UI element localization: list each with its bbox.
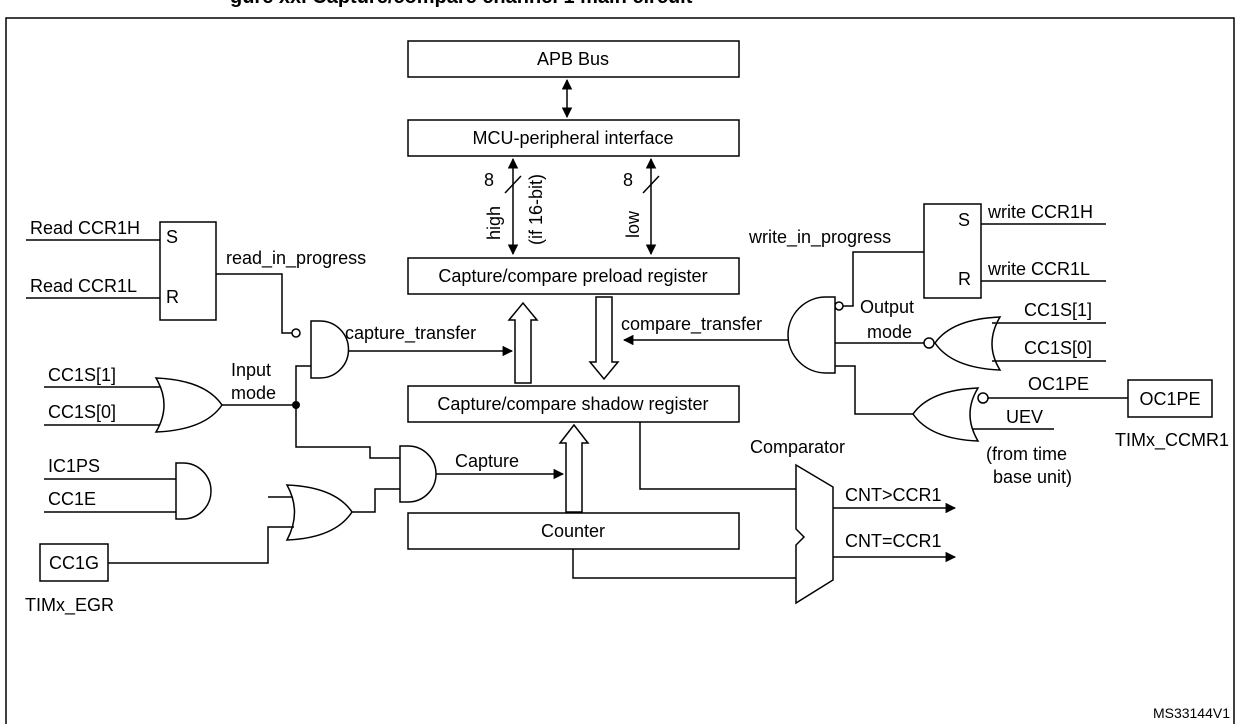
timx-ccmr1-label: TIMx_CCMR1 bbox=[1115, 430, 1229, 451]
write-in-progress-label: write_in_progress bbox=[748, 227, 891, 248]
counter-block bbox=[407, 512, 740, 550]
output-mode-label-1: Output bbox=[860, 297, 914, 317]
or-to-capture-wire bbox=[352, 488, 400, 513]
apb-bus-block bbox=[407, 40, 740, 78]
oc1pe-box-label: OC1PE bbox=[1139, 389, 1200, 409]
counter-to-comparator-wire bbox=[572, 549, 796, 579]
read-ccr1h-label: Read CCR1H bbox=[30, 218, 140, 238]
capture-label: Capture bbox=[455, 451, 519, 471]
cc1g-label: CC1G bbox=[49, 553, 99, 573]
write-ccr1l-label: write CCR1L bbox=[987, 259, 1090, 279]
timx-egr-label: TIMx_EGR bbox=[25, 595, 114, 616]
mcu-interface-label: MCU-peripheral interface bbox=[472, 128, 673, 148]
capture-and-gate bbox=[399, 445, 437, 503]
right-cc1s1-label: CC1S[1] bbox=[1024, 300, 1092, 320]
input-mode-label-1: Input bbox=[231, 360, 271, 380]
write-ff-s: S bbox=[958, 210, 970, 230]
oc1pe-box bbox=[1127, 379, 1213, 418]
oc1pe-wire-label: OC1PE bbox=[1028, 374, 1089, 394]
low-bus-width: 8 bbox=[623, 170, 633, 190]
write-inversion-bubble bbox=[834, 301, 844, 311]
from-time-base-1: (from time bbox=[986, 444, 1067, 464]
shadow-register-block bbox=[407, 385, 740, 423]
ic1ps-cc1e-and-gate bbox=[175, 462, 212, 520]
ic1ps-label: IC1PS bbox=[48, 456, 100, 476]
input-mode-label-2: mode bbox=[231, 383, 276, 403]
comparator-label: Comparator bbox=[750, 437, 845, 457]
read-ccr1l-label: Read CCR1L bbox=[30, 276, 137, 296]
read-in-progress-label: read_in_progress bbox=[226, 248, 366, 269]
diagram-frame bbox=[5, 17, 1235, 724]
uev-label: UEV bbox=[1006, 407, 1043, 427]
counter-label: Counter bbox=[541, 521, 605, 541]
figure-title: gure xx. Capture/compare channel 1 main … bbox=[230, 0, 693, 8]
mcu-interface-block bbox=[407, 119, 740, 157]
right-cc1s0-label: CC1S[0] bbox=[1024, 338, 1092, 358]
input-mode-to-transfer bbox=[295, 365, 311, 405]
output-mode-nor-gate bbox=[934, 316, 1002, 371]
low-bus-label: low bbox=[623, 210, 643, 238]
input-mode-or-gate bbox=[154, 377, 223, 433]
write-in-progress-wire bbox=[843, 251, 924, 307]
low-bus-slash bbox=[642, 175, 660, 194]
input-mode-to-capture bbox=[295, 405, 400, 459]
oc1pe-bubble bbox=[977, 392, 989, 404]
cc1g-box bbox=[39, 543, 109, 582]
write-flipflop bbox=[923, 203, 982, 299]
compare-transfer-label: compare_transfer bbox=[621, 314, 762, 335]
cnt-gt-ccr1-label: CNT>CCR1 bbox=[845, 485, 942, 505]
read-in-progress-wire bbox=[216, 273, 292, 334]
high-bus-label: high bbox=[484, 206, 504, 240]
high-bus-slash bbox=[504, 175, 522, 194]
preload-register-label: Capture/compare preload register bbox=[438, 266, 707, 286]
cc1e-label: CC1E bbox=[48, 489, 96, 509]
apb-bus-label: APB Bus bbox=[537, 49, 609, 69]
output-mode-label-2: mode bbox=[867, 322, 912, 342]
compare-transfer-and-gate bbox=[787, 296, 836, 374]
if16-label: (if 16-bit) bbox=[526, 174, 546, 245]
capture-hollow-arrow bbox=[558, 423, 590, 513]
cnt-eq-ccr1-label: CNT=CCR1 bbox=[845, 531, 942, 551]
output-mode-bubble bbox=[923, 337, 935, 349]
from-time-base-2: base unit) bbox=[993, 467, 1072, 487]
oc1pe-uev-nor-gate bbox=[912, 387, 980, 442]
capture-or-gate bbox=[285, 484, 353, 541]
write-ccr1h-label: write CCR1H bbox=[987, 202, 1093, 222]
left-cc1s1-label: CC1S[1] bbox=[48, 365, 116, 385]
shadow-register-label: Capture/compare shadow register bbox=[437, 394, 708, 414]
preload-register-block bbox=[407, 257, 740, 295]
figure-reference: MS33144V1 bbox=[1153, 705, 1230, 721]
preload-enable-wire bbox=[835, 365, 913, 415]
comparator-block bbox=[795, 463, 834, 605]
shadow-to-comparator-wire bbox=[639, 422, 796, 490]
read-inversion-bubble bbox=[291, 328, 301, 338]
read-flipflop bbox=[159, 221, 217, 321]
compare-transfer-hollow-arrow bbox=[588, 296, 620, 381]
cc1g-wire bbox=[108, 526, 294, 564]
read-ff-r: R bbox=[166, 287, 179, 307]
high-bus-width: 8 bbox=[484, 170, 494, 190]
capture-transfer-label: capture_transfer bbox=[345, 323, 476, 344]
left-cc1s0-label: CC1S[0] bbox=[48, 402, 116, 422]
capture-transfer-and-gate bbox=[310, 320, 350, 379]
write-ff-r: R bbox=[958, 269, 971, 289]
read-ff-s: S bbox=[166, 227, 178, 247]
capture-transfer-hollow-arrow bbox=[507, 301, 539, 384]
